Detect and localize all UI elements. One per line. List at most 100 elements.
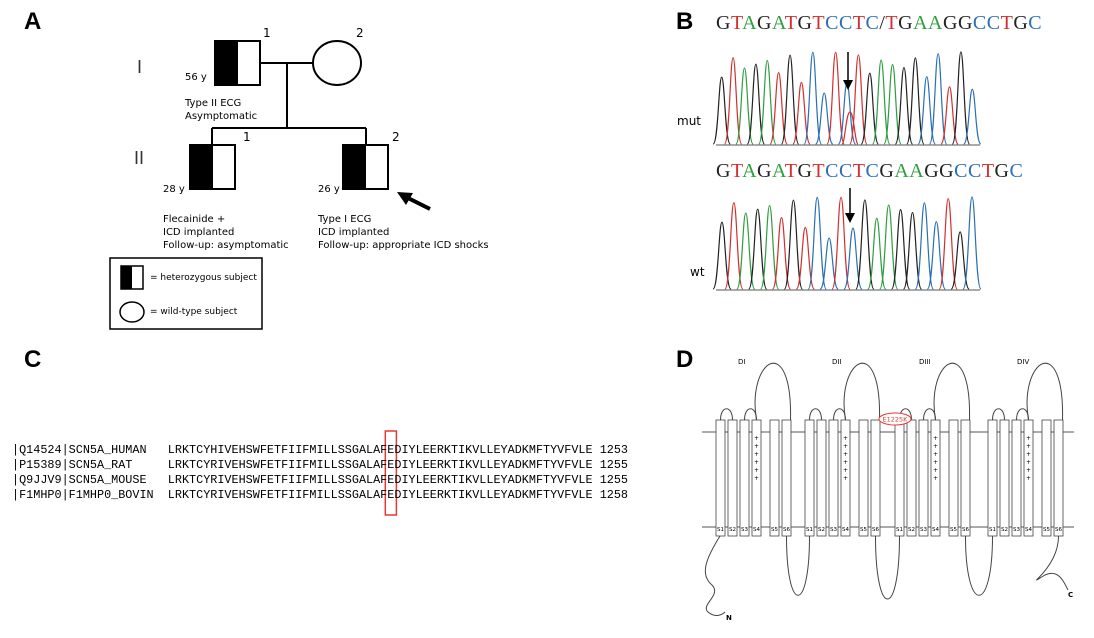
transmembrane-helix	[769, 419, 780, 537]
sequence-before: LRKTCYRIVEHSWFETFIIFMILLSSGALAF	[167, 488, 388, 502]
mut-base: C	[838, 12, 853, 34]
wt-base: C	[838, 160, 853, 182]
proband-arrow-icon	[397, 192, 413, 205]
segment-label: S5	[860, 527, 867, 533]
segment-label: S1	[717, 527, 724, 533]
son2-number: 2	[392, 130, 400, 144]
voltage-sensor-charge: +	[1026, 443, 1031, 450]
segment-label: S6	[962, 527, 969, 533]
pore-loop	[843, 362, 881, 421]
accession-id: F1MHP0	[19, 488, 62, 502]
legend-wildtype-label: = wild-type subject	[150, 307, 238, 317]
c-terminus-label: C	[1068, 591, 1073, 599]
father-half-filled-symbol	[215, 41, 238, 85]
segment-label: S6	[1055, 527, 1062, 533]
mut-base: T	[730, 12, 743, 34]
row-separator: |	[12, 443, 20, 457]
wt-base: A	[894, 160, 910, 182]
row-separator: |	[61, 458, 69, 472]
wt-base: G	[994, 160, 1010, 182]
sequence-after: DIYLEERKTIKVLLEYADKMFTYVFVLE	[394, 443, 593, 457]
wt-base: A	[771, 160, 785, 182]
alignment-row: |Q9JJV9|SCN5A_MOUSE LRKTCYRIVEHSWFETFIIF…	[12, 473, 628, 488]
sequence-position: 1255	[599, 473, 629, 487]
mut-base: A	[928, 12, 943, 34]
segment-label: S6	[872, 527, 879, 533]
n-terminus-tail	[704, 535, 726, 616]
mutation-marker	[878, 412, 912, 426]
mut-peak	[917, 76, 936, 145]
accession-id: Q14524	[19, 443, 62, 457]
wt-base: G	[879, 160, 895, 182]
wt-peak	[867, 217, 887, 290]
segment-label: S1	[896, 527, 903, 533]
mut-base: T	[812, 12, 826, 34]
accession-id: P15389	[19, 458, 62, 472]
wt-base: A	[909, 160, 925, 182]
mut-peak	[723, 57, 743, 145]
mut-base: G	[898, 12, 914, 34]
segment-label: S2	[908, 527, 915, 533]
wt-base: C	[825, 160, 839, 182]
son1-half-filled-symbol	[190, 145, 213, 189]
voltage-sensor-charge: +	[754, 467, 759, 474]
conserved-residue: E	[387, 443, 395, 457]
wt-arrow-icon	[845, 213, 855, 223]
wt-peak	[831, 196, 851, 290]
wt-base: T	[730, 160, 743, 182]
mut-base: G	[757, 12, 772, 34]
voltage-sensor-charge: +	[754, 451, 759, 458]
segment-label: S5	[950, 527, 957, 533]
wt-base: G	[797, 160, 813, 182]
mut-base: A	[742, 12, 758, 34]
son2-note-icd: ICD implanted	[318, 227, 390, 238]
father-number: 1	[263, 26, 271, 40]
segment-label: S2	[1001, 527, 1008, 533]
mut-peak	[929, 53, 948, 145]
transmembrane-helix	[1011, 419, 1022, 537]
father-note-ecg: Type II ECG	[185, 98, 242, 109]
transmembrane-helix	[804, 419, 815, 537]
son1-note-therapy: Flecainide +	[163, 214, 226, 225]
transmembrane-helix	[828, 419, 839, 537]
mut-base: C	[972, 12, 987, 34]
wt-peak	[914, 202, 934, 290]
wt-trace	[712, 196, 982, 290]
sequence-position: 1255	[599, 458, 629, 472]
son1-note-followup: Follow-up: asymptomatic	[163, 240, 289, 251]
mut-peak	[758, 59, 777, 145]
transmembrane-helix	[870, 419, 881, 537]
mut-base: C	[986, 12, 1001, 34]
transmembrane-helix	[858, 419, 869, 537]
son2-note-ecg: Type I ECG	[318, 214, 372, 225]
extracellular-loop	[744, 408, 757, 421]
mut-peak	[872, 59, 891, 145]
wt-peak	[855, 199, 875, 290]
mut-peak	[826, 51, 845, 145]
wt-peak	[783, 199, 803, 290]
segment-label: S2	[818, 527, 825, 533]
accession-id: Q9JJV9	[19, 473, 62, 487]
panel-letter-d: D	[676, 346, 694, 373]
wt-peak	[760, 204, 780, 290]
wt-peak	[950, 231, 970, 290]
son1-number: 1	[243, 130, 251, 144]
voltage-sensor-charge: +	[843, 459, 848, 466]
voltage-sensor-charge: +	[1026, 467, 1031, 474]
son2-square-symbol	[342, 144, 389, 190]
extracellular-loop	[1016, 408, 1029, 421]
mut-peak	[906, 57, 925, 145]
mother-number: 2	[356, 26, 364, 40]
son2-age: 26 y	[318, 184, 340, 195]
segment-label: S4	[842, 527, 849, 533]
conserved-residue: E	[387, 488, 395, 502]
row-separator: |	[12, 473, 20, 487]
voltage-sensor-charge: +	[1026, 451, 1031, 458]
voltage-sensor-charge: +	[754, 443, 759, 450]
mut-peak	[894, 66, 914, 145]
sequence-before: LRKTCYRIVEHSWFETFIIFMILLSSGALAF	[167, 458, 388, 472]
intracellular-linker	[875, 535, 900, 600]
pore-loop	[754, 362, 792, 421]
transmembrane-helix	[987, 419, 998, 537]
